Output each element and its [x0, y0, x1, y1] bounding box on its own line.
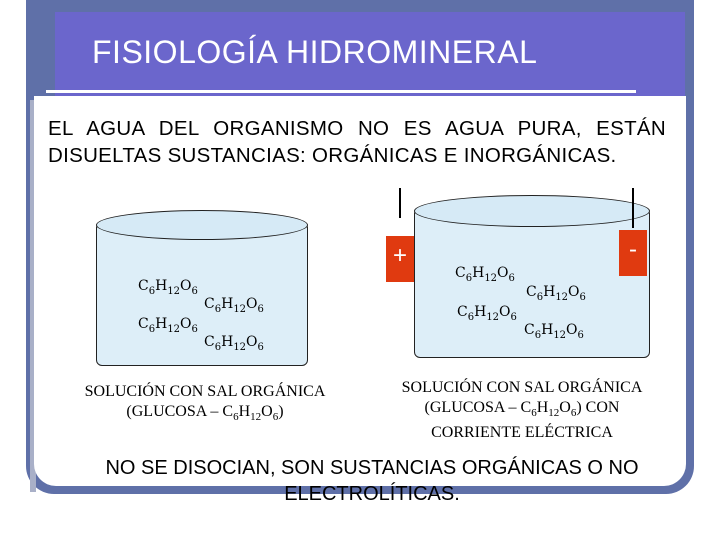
- glucose-formula: C6H12O6: [204, 296, 264, 315]
- title-bar: [55, 12, 685, 96]
- left-caption-line1: SOLUCIÓN CON SAL ORGÁNICA: [84, 383, 326, 400]
- left-beaker: [96, 222, 308, 366]
- positive-wire: [399, 188, 401, 218]
- right-caption-line3: CORRIENTE ELÉCTRICA: [431, 424, 613, 442]
- intro-paragraph: EL AGUA DEL ORGANISMO NO ES AGUA PURA, E…: [48, 117, 666, 167]
- glucose-formula: C6H12O6: [526, 284, 586, 303]
- title-underline: [46, 90, 636, 93]
- glucose-formula: C6H12O6: [457, 304, 517, 323]
- conclusion-text: NO SE DISOCIAN, SON SUSTANCIAS ORGÁNICAS…: [105, 457, 639, 505]
- glucose-formula: C6H12O6: [138, 278, 198, 297]
- right-caption: SOLUCIÓN CON SAL ORGÁNICA (GLUCOSA – C6H…: [372, 378, 672, 443]
- slide-title: FISIOLOGÍA HIDROMINERAL: [92, 34, 538, 70]
- glucose-formula: C6H12O6: [524, 322, 584, 341]
- positive-electrode: +: [386, 236, 414, 282]
- left-beaker-rim: [96, 210, 308, 240]
- negative-electrode: -: [619, 230, 647, 276]
- left-caption: SOLUCIÓN CON SAL ORGÁNICA (GLUCOSA – C6H…: [55, 382, 355, 427]
- right-caption-line2: (GLUCOSA – C6H12O6) CON: [424, 399, 620, 420]
- glucose-formula: C6H12O6: [455, 265, 515, 284]
- frame-shadow: [30, 100, 36, 492]
- glucose-formula: C6H12O6: [204, 334, 264, 353]
- right-beaker-rim: [414, 195, 650, 227]
- glucose-formula: C6H12O6: [138, 316, 198, 335]
- right-caption-line1: SOLUCIÓN CON SAL ORGÁNICA: [401, 379, 643, 396]
- negative-wire: [632, 188, 634, 228]
- left-caption-line2: (GLUCOSA – C6H12O6): [126, 403, 284, 424]
